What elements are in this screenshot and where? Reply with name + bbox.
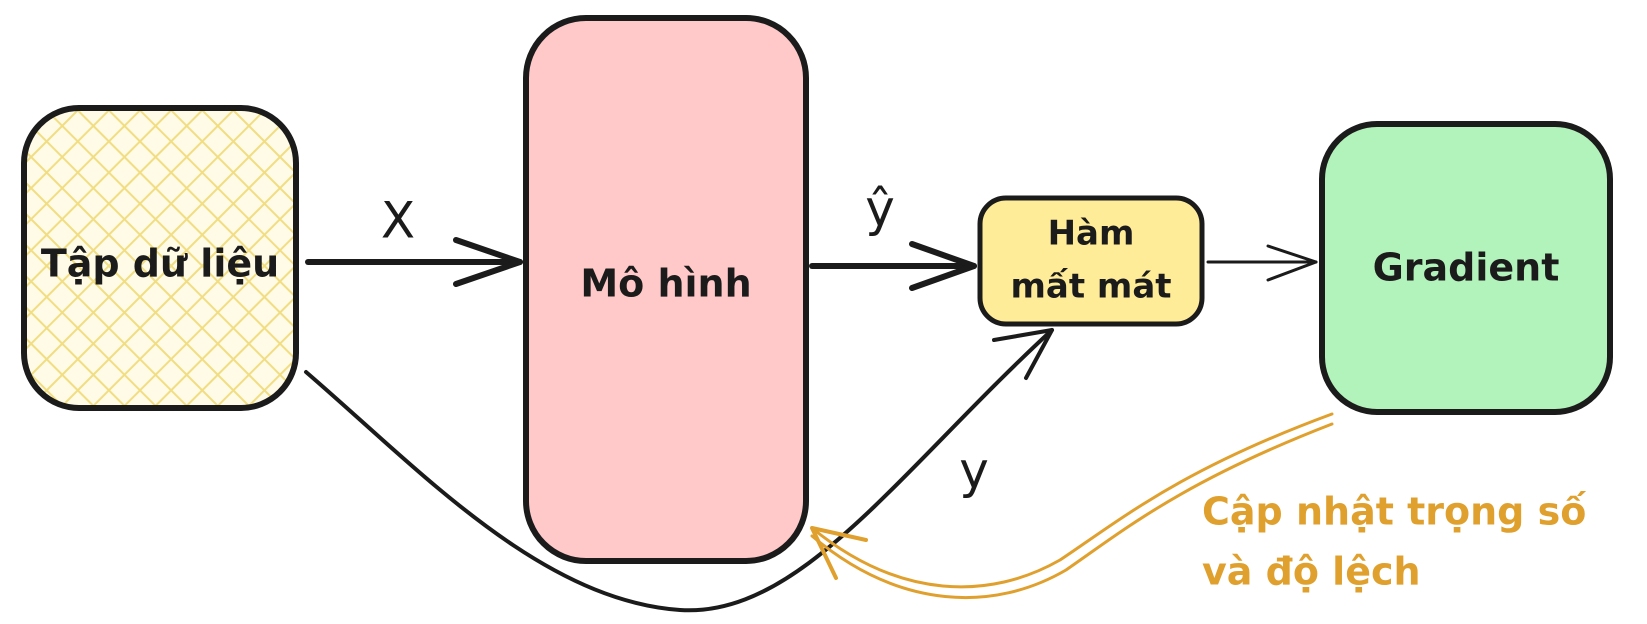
edge-yhat-label: ŷ [865, 180, 895, 238]
loss-node: Hàm mất mát [977, 195, 1205, 327]
update-label: Cập nhật trọng số và độ lệch [1202, 490, 1586, 594]
dataset-box [21, 105, 299, 411]
edge-x: X [305, 192, 523, 287]
edge-x-arrowhead [453, 237, 523, 287]
edge-loss-gradient [1206, 244, 1318, 282]
edge-y-curve [304, 328, 1054, 613]
loss-label-line1: Hàm [1048, 214, 1135, 254]
gradient-box [1319, 121, 1613, 415]
model-box [523, 15, 809, 564]
gradient-node: Gradient [1319, 121, 1613, 415]
edge-yhat: ŷ [809, 180, 977, 291]
edge-yhat-arrowhead [909, 241, 977, 291]
gradient-label: Gradient [1373, 246, 1560, 290]
model-node: Mô hình [523, 15, 809, 564]
edge-y-arrowhead [992, 328, 1054, 380]
edge-y-label: y [959, 442, 989, 500]
dataset-node: Tập dữ liệu [21, 105, 299, 411]
update-label-line2: và độ lệch [1202, 550, 1421, 594]
edge-y: y [304, 328, 1054, 613]
edge-loss-gradient-arrowhead [1266, 244, 1318, 282]
update-arrow-line-inner [810, 422, 1334, 599]
model-label: Mô hình [580, 262, 751, 306]
loss-label-line2: mất mát [1010, 267, 1171, 307]
update-arrow-line-outer [810, 412, 1334, 589]
loss-box [977, 195, 1205, 327]
update-arrowhead [810, 526, 868, 580]
dataset-label: Tập dữ liệu [41, 242, 279, 286]
edge-x-label: X [381, 192, 415, 250]
update-label-line1: Cập nhật trọng số [1202, 490, 1586, 534]
update-arrow [810, 412, 1334, 599]
